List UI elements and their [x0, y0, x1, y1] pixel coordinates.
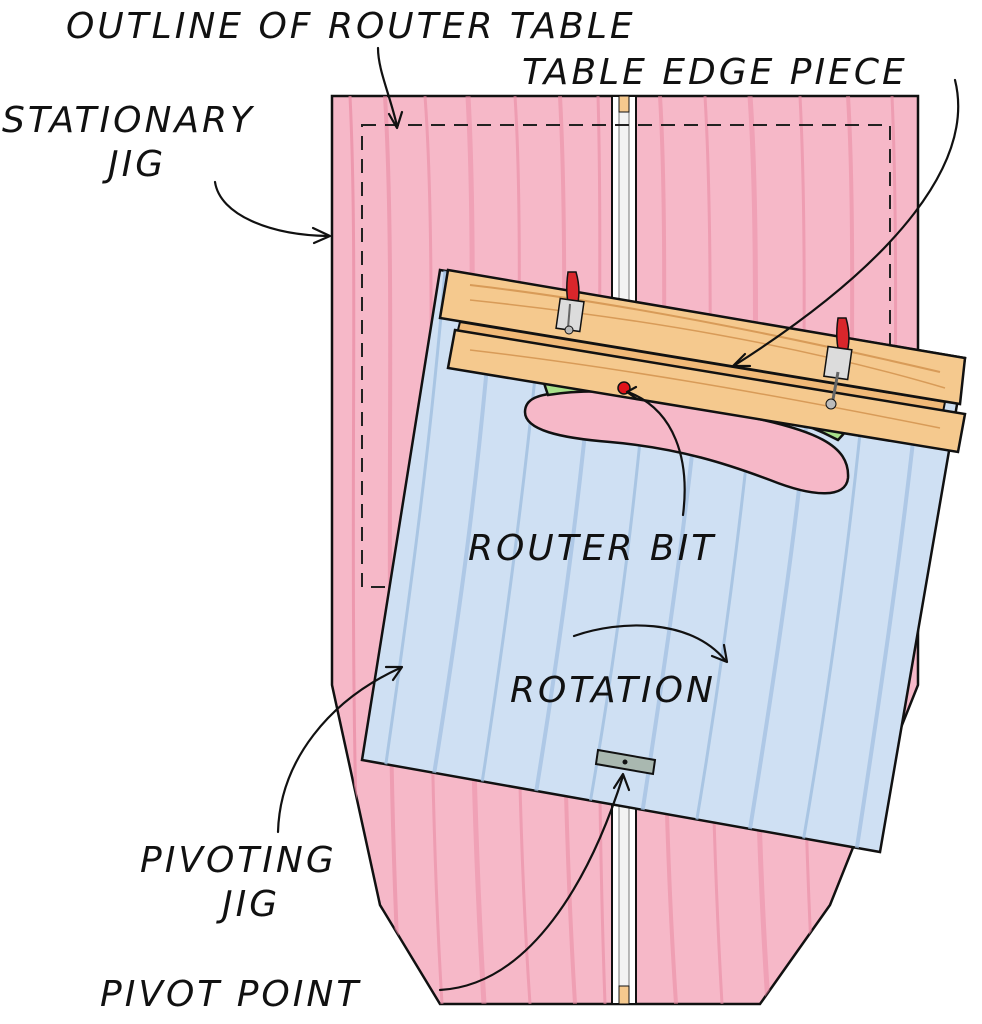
label-router-bit: ROUTER BIT	[468, 528, 716, 569]
pivot-point-plate	[594, 748, 657, 776]
label-stationary-jig: JIG	[102, 144, 166, 185]
toggle-clamp-right	[823, 317, 853, 410]
toggle-clamp-left	[555, 271, 585, 335]
label-table-edge-piece: TABLE EDGE PIECE	[522, 52, 908, 93]
leader-lines	[213, 46, 960, 992]
label-pivoting-jig: JIG	[216, 884, 280, 925]
label-outline-of-router-table: OUTLINE OF ROUTER TABLE	[66, 6, 636, 47]
label-pivoting: PIVOTING	[140, 840, 337, 881]
label-pivot-point: PIVOT POINT	[100, 974, 361, 1015]
label-rotation: ROTATION	[510, 670, 716, 711]
label-stationary: STATIONARY	[2, 100, 255, 141]
